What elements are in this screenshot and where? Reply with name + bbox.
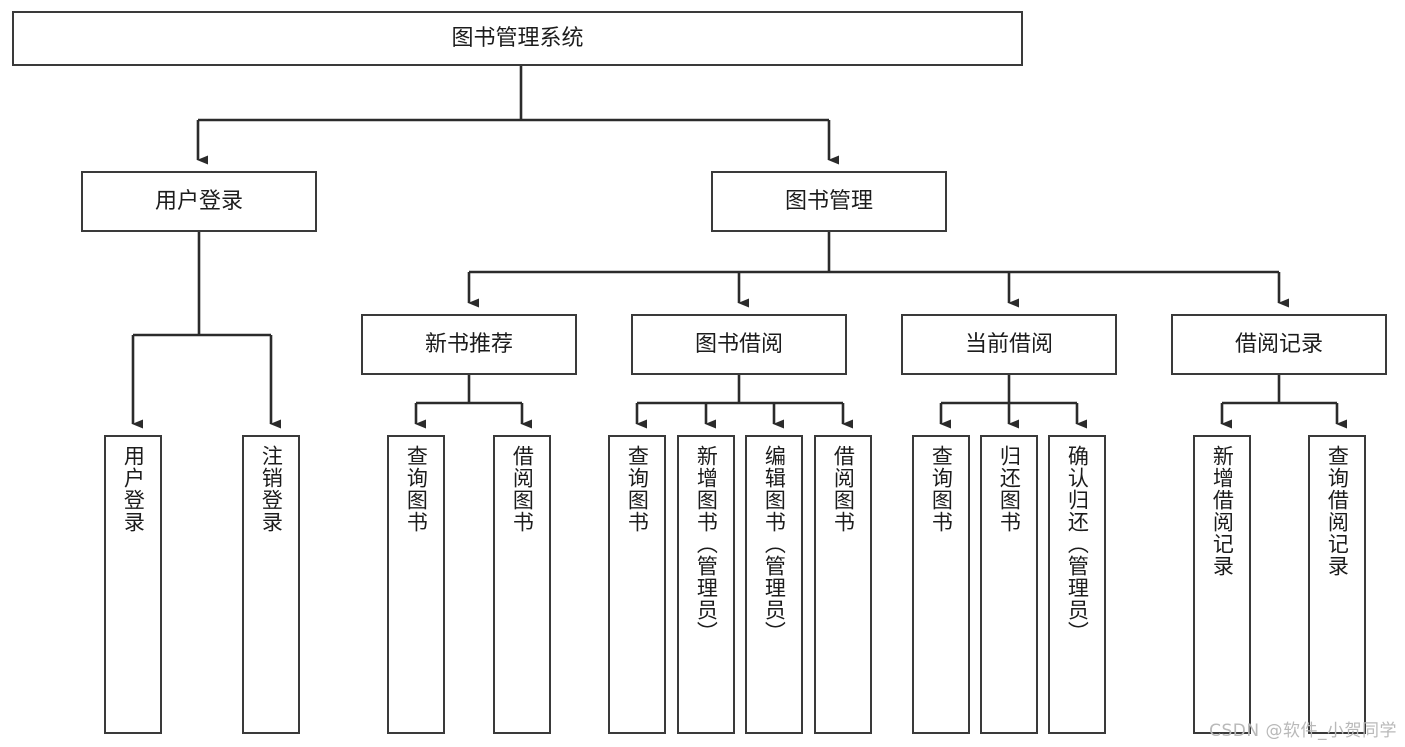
node-book-borrow[interactable]: 图书借阅 (631, 314, 847, 375)
leaf-label: 查询借阅记录 (1325, 445, 1350, 577)
node-user-login-label: 用户登录 (154, 188, 243, 214)
leaf-book-borrow-3[interactable]: 借阅图书 (814, 435, 872, 734)
leaf-label: 查询图书 (929, 445, 954, 533)
node-book-manage[interactable]: 图书管理 (711, 171, 947, 232)
leaf-current-borrow-1[interactable]: 归还图书 (980, 435, 1038, 734)
leaf-current-borrow-0[interactable]: 查询图书 (912, 435, 970, 734)
leaf-label: 借阅图书 (831, 445, 856, 533)
leaf-label: 借阅图书 (510, 445, 535, 533)
leaf-user-login-0[interactable]: 用户登录 (104, 435, 162, 734)
node-book-borrow-label: 图书借阅 (694, 331, 783, 357)
leaf-label: 新增借阅记录 (1210, 445, 1235, 577)
node-new-book-rec[interactable]: 新书推荐 (361, 314, 577, 375)
leaf-current-borrow-2[interactable]: 确认归还（管理员） (1048, 435, 1106, 734)
node-borrow-record[interactable]: 借阅记录 (1171, 314, 1387, 375)
node-user-login[interactable]: 用户登录 (81, 171, 317, 232)
node-current-borrow[interactable]: 当前借阅 (901, 314, 1117, 375)
node-borrow-record-label: 借阅记录 (1234, 331, 1323, 357)
leaf-new-book-rec-1[interactable]: 借阅图书 (493, 435, 551, 734)
leaf-book-borrow-1[interactable]: 新增图书（管理员） (677, 435, 735, 734)
leaf-borrow-record-0[interactable]: 新增借阅记录 (1193, 435, 1251, 734)
node-new-book-rec-label: 新书推荐 (424, 331, 513, 357)
leaf-label: 编辑图书（管理员） (762, 445, 787, 643)
leaf-label: 注销登录 (259, 445, 284, 533)
watermark-text: CSDN @软件_小贺同学 (1209, 721, 1397, 741)
node-root[interactable]: 图书管理系统 (12, 11, 1023, 66)
leaf-label: 归还图书 (997, 445, 1022, 533)
leaf-label: 用户登录 (121, 445, 146, 533)
leaf-label: 查询图书 (404, 445, 429, 533)
leaf-book-borrow-0[interactable]: 查询图书 (608, 435, 666, 734)
leaf-label: 新增图书（管理员） (694, 445, 719, 643)
node-book-manage-label: 图书管理 (784, 188, 873, 214)
leaf-book-borrow-2[interactable]: 编辑图书（管理员） (745, 435, 803, 734)
leaf-user-login-1[interactable]: 注销登录 (242, 435, 300, 734)
leaf-label: 查询图书 (625, 445, 650, 533)
leaf-borrow-record-1[interactable]: 查询借阅记录 (1308, 435, 1366, 734)
node-current-borrow-label: 当前借阅 (964, 331, 1053, 357)
leaf-new-book-rec-0[interactable]: 查询图书 (387, 435, 445, 734)
node-root-label: 图书管理系统 (451, 25, 584, 51)
leaf-label: 确认归还（管理员） (1065, 445, 1090, 643)
